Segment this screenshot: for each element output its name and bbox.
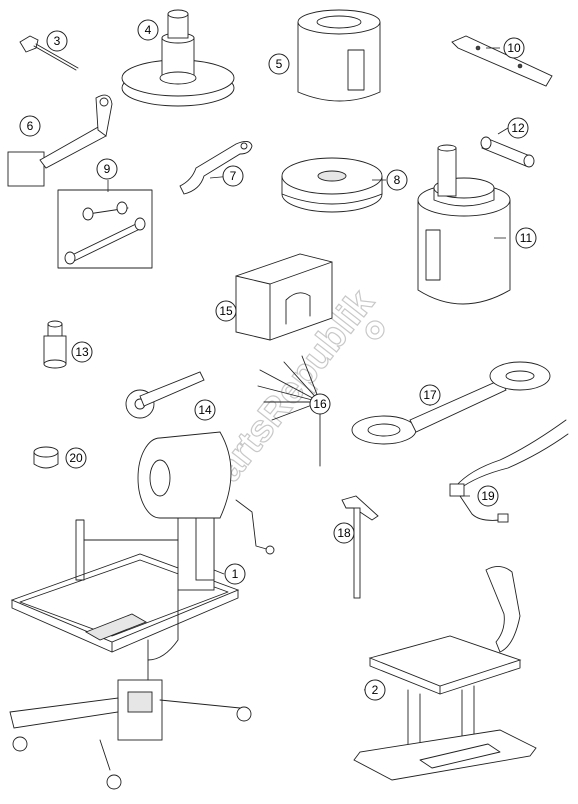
callout-12: 12 [507,117,529,139]
callout-18: 18 [333,522,355,544]
callout-label: 10 [507,41,521,55]
callout-19: 19 [477,485,499,507]
callout-circle [477,485,499,507]
callout-label: 6 [27,119,34,133]
part-18-t-wrench [341,495,379,599]
callout-label: 17 [423,388,437,402]
callout-circle [364,679,386,701]
callout-circle [65,447,87,469]
part-10-flat-bar [451,35,553,87]
callout-label: 2 [372,683,379,697]
callout-label: 4 [145,23,152,37]
callout-circle [222,165,244,187]
callout-label: 3 [54,34,61,48]
callout-label: 12 [511,121,525,135]
callout-label: 15 [219,304,233,318]
callout-circle [137,19,159,41]
part-6-wrench [7,94,113,187]
callout-7: 7 [222,165,244,187]
part-3-pin-tool [19,35,79,71]
callout-label: 11 [520,231,533,245]
callout-label: 20 [69,451,83,465]
callout-circle [386,169,408,191]
callout-4: 4 [137,19,159,41]
callout-9: 9 [96,158,118,180]
callout-circle [333,522,355,544]
callout-label: 9 [104,162,111,176]
callout-6: 6 [19,115,41,137]
callout-17: 17 [419,384,441,406]
callout-circle [419,384,441,406]
callout-label: 16 [313,397,327,411]
callout-circle [309,393,331,415]
callout-16: 16 [309,393,331,415]
callout-11: 11 [515,227,537,249]
callout-5: 5 [268,53,290,75]
callout-14: 14 [194,399,216,421]
callout-circle [515,227,537,249]
callout-circle [268,53,290,75]
callout-circle [96,158,118,180]
callout-label: 5 [276,57,283,71]
callout-circle [46,30,68,52]
callout-label: 14 [198,403,212,417]
part-20-puck [33,446,59,469]
callout-label: 1 [232,567,239,581]
callout-8: 8 [386,169,408,191]
callout-label: 8 [394,173,401,187]
part-2-paddock-stand [353,566,537,781]
part-13-nut [43,320,67,369]
part-4-flange-tool [121,9,235,107]
callout-15: 15 [215,300,237,322]
callout-20: 20 [65,447,87,469]
part-9-bolt-kit [57,189,153,269]
part-19-cable [449,419,569,523]
part-1-work-stand [9,431,275,790]
part-17-spanner [351,361,551,445]
callout-1: 1 [224,563,246,585]
callout-2: 2 [364,679,386,701]
callout-3: 3 [46,30,68,52]
part-12-tube [480,136,535,168]
callout-label: 13 [75,345,89,359]
callout-circle [507,117,529,139]
part-5-sleeve [297,9,381,102]
callout-label: 18 [337,526,351,540]
callout-circle [194,399,216,421]
callout-circle [19,115,41,137]
callout-label: 7 [230,169,237,183]
callout-circle [224,563,246,585]
part-8-disc [281,157,383,213]
watermark-gear-icon [365,320,385,340]
callout-13: 13 [71,341,93,363]
callout-circle [71,341,93,363]
callout-circle [503,37,525,59]
callout-circle [215,300,237,322]
part-15-block [235,253,333,341]
callout-label: 19 [481,489,495,503]
part-14-t-handle [125,371,205,419]
part-7-hook-spanner [179,141,253,195]
part-11-press-tool [417,144,511,305]
callout-10: 10 [503,37,525,59]
